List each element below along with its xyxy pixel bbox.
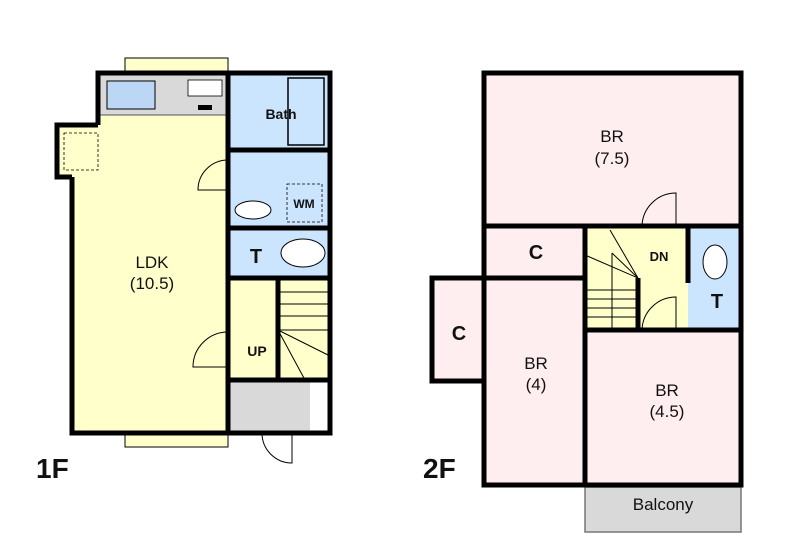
- label-closet-top: C: [529, 242, 543, 264]
- walls-2f: [429, 70, 744, 488]
- room-ldk: [57, 73, 228, 433]
- label-wm: WM: [293, 197, 314, 211]
- door-arc: [192, 331, 229, 368]
- label-br-4-5: BR: [655, 381, 679, 400]
- floor-label-1f: 1F: [36, 453, 69, 484]
- door-arc: [197, 159, 229, 191]
- floor-2: BR (7.5) C C DN T BR (4) BR (4.5) Balcon…: [423, 70, 744, 533]
- label-br-7-5: BR: [600, 127, 624, 146]
- label-br-7-5-size: (7.5): [595, 149, 630, 168]
- closet-left: [432, 278, 484, 381]
- toilet-icon: [702, 244, 728, 280]
- washbasin-icon: [234, 200, 272, 220]
- label-br-4-size: (4): [526, 375, 547, 394]
- entrance: [228, 380, 310, 433]
- storage-dashed: [63, 132, 99, 171]
- label-balcony: Balcony: [633, 495, 694, 514]
- label-dn: DN: [650, 249, 669, 264]
- toilet-icon: [280, 238, 326, 268]
- room-br-7-5: [484, 73, 741, 226]
- room-br-4-5: [585, 330, 741, 485]
- label-br-4-5-size: (4.5): [650, 402, 685, 421]
- label-ldk-size: (10.5): [130, 274, 174, 293]
- bathtub: [287, 77, 325, 146]
- closet-top: [484, 226, 585, 278]
- label-br-4: BR: [524, 354, 548, 373]
- label-bath: Bath: [265, 106, 296, 122]
- label-ldk: LDK: [135, 253, 169, 272]
- sink-icon: [106, 80, 156, 110]
- stove-icon: [187, 79, 223, 97]
- balcony: [584, 486, 742, 533]
- washing-machine-space: [286, 183, 323, 223]
- entrance-door-arc: [261, 432, 293, 464]
- oven-icon: [198, 105, 212, 110]
- walls-1f: [54, 70, 333, 436]
- floor-1: Bath WM T UP LDK (10.5) 1F: [36, 57, 333, 484]
- label-toilet-2f: T: [711, 291, 723, 313]
- room-br-4: [484, 278, 585, 485]
- label-closet-left: C: [452, 323, 466, 345]
- label-up: UP: [247, 343, 266, 359]
- label-toilet-1f: T: [250, 246, 262, 268]
- floor-label-2f: 2F: [423, 453, 456, 484]
- stairs-2f: [584, 229, 639, 330]
